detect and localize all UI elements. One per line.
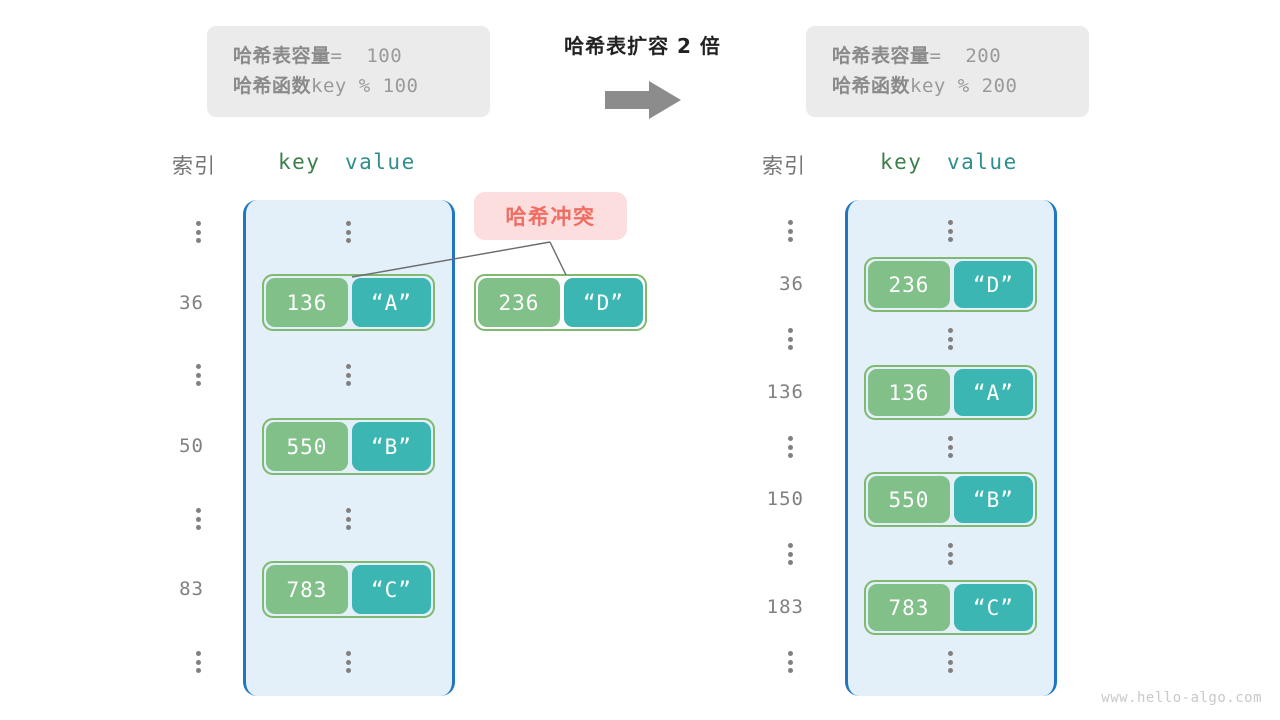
left-entry-3-key: 550 [266,422,348,471]
left-index-ellipsis-4 [196,508,202,530]
info-box-after: 哈希表容量 = 200 哈希函数 key % 200 [806,26,1089,117]
capacity-line-before: 哈希表容量 = 100 [233,42,464,71]
right-index-3: 136 [766,381,804,403]
hashfunc-value-after: key % 200 [910,74,1018,97]
right-slot-ellipsis-8 [948,651,954,673]
capacity-line-after: 哈希表容量 = 200 [832,42,1063,71]
info-box-before: 哈希表容量 = 100 哈希函数 key % 100 [207,26,490,117]
diagram-title: 哈希表扩容 2 倍 [564,34,721,58]
right-header-index: 索引 [762,154,806,178]
right-entry-5-key: 550 [868,476,950,523]
right-entry-1-key: 236 [868,261,950,308]
right-header-key: key [880,150,923,174]
right-index-ellipsis-8 [788,651,794,673]
left-index-5: 83 [179,578,204,600]
left-entry-1-key: 136 [266,278,348,327]
right-arrow-icon [605,81,681,119]
watermark: www.hello-algo.com [1101,690,1262,706]
right-entry-3-value: “A” [953,369,1033,416]
right-slot-ellipsis-4 [948,436,954,458]
left-index-1: 36 [179,292,204,314]
right-entry-5-value: “B” [953,476,1033,523]
capacity-value-after: = 200 [929,45,1002,68]
overflow-entry-value: “D” [563,278,643,327]
right-entry-3: 136 “A” [864,365,1037,420]
capacity-label-after: 哈希表容量 [832,45,930,68]
left-header-key: key [278,150,321,174]
left-entry-1: 136 “A” [262,274,435,331]
left-index-ellipsis-6 [196,651,202,673]
left-index-3: 50 [179,435,204,457]
right-slot-ellipsis-2 [948,328,954,350]
left-index-ellipsis-2 [196,364,202,386]
left-index-ellipsis-0 [196,221,202,243]
right-entry-1: 236 “D” [864,257,1037,312]
right-index-ellipsis-6 [788,543,794,565]
right-entry-7: 783 “C” [864,580,1037,635]
overflow-entry-key: 236 [478,278,560,327]
right-slot-ellipsis-6 [948,543,954,565]
left-entry-5-key: 783 [266,565,348,614]
hashfunc-value-before: key % 100 [311,74,419,97]
collision-badge: 哈希冲突 [474,192,627,240]
left-entry-3-value: “B” [351,422,431,471]
right-index-7: 183 [766,596,804,618]
right-index-1: 36 [779,273,804,295]
right-index-ellipsis-2 [788,328,794,350]
left-entry-3: 550 “B” [262,418,435,475]
capacity-label-before: 哈希表容量 [233,45,331,68]
left-slot-ellipsis-0 [346,221,352,243]
right-entry-1-value: “D” [953,261,1033,308]
right-header-value: value [947,150,1018,174]
capacity-value-before: = 100 [330,45,403,68]
right-slot-ellipsis-0 [948,220,954,242]
hashfunc-line-before: 哈希函数 key % 100 [233,72,464,101]
left-slot-ellipsis-2 [346,364,352,386]
hashfunc-label-after: 哈希函数 [832,74,911,97]
left-slot-ellipsis-6 [346,651,352,673]
hashfunc-label-before: 哈希函数 [233,74,312,97]
right-index-ellipsis-4 [788,436,794,458]
left-header-value: value [345,150,416,174]
right-entry-3-key: 136 [868,369,950,416]
overflow-entry: 236 “D” [474,274,647,331]
right-entry-7-value: “C” [953,584,1033,631]
left-header-index: 索引 [172,154,216,178]
hashfunc-line-after: 哈希函数 key % 200 [832,72,1063,101]
right-index-5: 150 [766,488,804,510]
right-entry-5: 550 “B” [864,472,1037,527]
left-slot-ellipsis-4 [346,508,352,530]
left-entry-5-value: “C” [351,565,431,614]
right-entry-7-key: 783 [868,584,950,631]
left-entry-5: 783 “C” [262,561,435,618]
right-index-ellipsis-0 [788,220,794,242]
left-entry-1-value: “A” [351,278,431,327]
